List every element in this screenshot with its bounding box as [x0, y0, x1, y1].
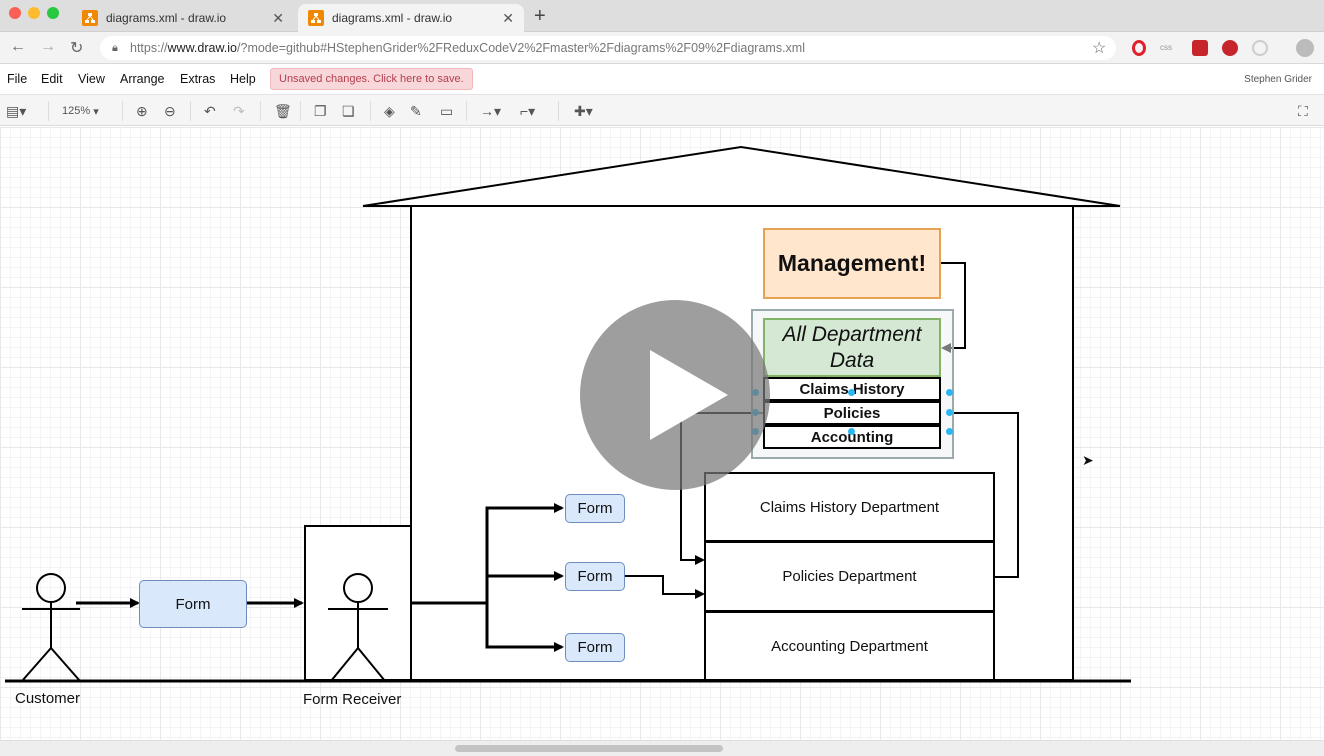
- selection-handle[interactable]: [946, 389, 953, 396]
- accounting-department-node[interactable]: Accounting Department: [704, 611, 995, 681]
- form-node-middle[interactable]: Form: [565, 562, 625, 591]
- zoom-in-icon[interactable]: ⊕: [136, 102, 148, 119]
- branch-bottom: [485, 603, 564, 652]
- menu-view[interactable]: View: [78, 72, 105, 86]
- diagram-canvas[interactable]: Management! All Department Data Claims H…: [0, 127, 1324, 740]
- zoom-out-icon[interactable]: ⊖: [164, 102, 176, 119]
- customer-actor: [21, 573, 81, 682]
- close-window-button[interactable]: [9, 7, 21, 19]
- horizontal-scrollbar[interactable]: [0, 740, 1324, 756]
- menu-arrange[interactable]: Arrange: [120, 72, 165, 86]
- all-department-data-node[interactable]: All Department Data: [763, 318, 941, 377]
- drawio-favicon-icon: [308, 10, 324, 26]
- fill-color-icon[interactable]: ◈: [384, 102, 395, 119]
- browser-tab-1[interactable]: diagrams.xml - draw.io ✕: [72, 4, 294, 32]
- mouse-cursor-icon: ➤: [1082, 452, 1094, 468]
- to-back-icon[interactable]: ❏: [342, 102, 355, 119]
- form-node-top[interactable]: Form: [565, 494, 625, 523]
- policies-to-data-line: [950, 412, 1019, 578]
- browser-tab-2[interactable]: diagrams.xml - draw.io ✕: [298, 4, 524, 32]
- insert-icon[interactable]: ✚▾: [574, 102, 593, 119]
- url-scheme: https://: [130, 41, 168, 55]
- to-front-icon[interactable]: ❐: [314, 102, 327, 119]
- selection-handle[interactable]: [946, 428, 953, 435]
- customer-label: Customer: [15, 690, 81, 707]
- tab-title: diagrams.xml - draw.io: [106, 11, 227, 25]
- lock-icon: 🔒︎: [112, 42, 118, 54]
- waypoints-icon[interactable]: ⌐▾: [520, 102, 536, 119]
- form-node-bottom[interactable]: Form: [565, 633, 625, 662]
- selection-handle[interactable]: [848, 428, 855, 435]
- selection-handle[interactable]: [946, 409, 953, 416]
- redo-icon[interactable]: ↷: [233, 102, 245, 119]
- connection-style-icon[interactable]: →▾: [480, 102, 502, 119]
- app-menubar: File Edit View Arrange Extras Help Unsav…: [0, 64, 1324, 94]
- table-row-policies[interactable]: Policies: [763, 401, 941, 425]
- zoom-level: 125%: [62, 105, 91, 117]
- play-icon: [650, 350, 728, 440]
- url-input[interactable]: 🔒︎ https://www.draw.io/?mode=github#HSte…: [100, 36, 1116, 60]
- reload-icon[interactable]: ↻: [70, 40, 84, 57]
- delete-icon[interactable]: 🗑︎: [274, 102, 292, 119]
- video-play-button[interactable]: [580, 300, 770, 490]
- fullscreen-icon[interactable]: ⛶: [1298, 102, 1308, 119]
- address-bar-row: ← → ↻ 🔒︎ https://www.draw.io/?mode=githu…: [0, 32, 1324, 64]
- tab-title: diagrams.xml - draw.io: [332, 11, 453, 25]
- maximize-window-button[interactable]: [47, 7, 59, 19]
- line-color-icon[interactable]: ✎: [410, 102, 422, 119]
- user-name[interactable]: Stephen Grider: [1244, 74, 1312, 85]
- browser-tab-bar: diagrams.xml - draw.io ✕ diagrams.xml - …: [0, 0, 1324, 32]
- css-icon[interactable]: css: [1160, 43, 1172, 52]
- menu-help[interactable]: Help: [230, 72, 256, 86]
- url-host: www.draw.io: [167, 41, 238, 55]
- editor-toolbar: ▤▾ 125% ▾ ⊕ ⊖ ↶ ↷ 🗑︎ ❐ ❏ ◈ ✎ ▭ →▾ ⌐▾ ✚▾ …: [0, 94, 1324, 126]
- extension-badge-icon[interactable]: [1222, 40, 1238, 56]
- table-row-accounting[interactable]: Accounting: [763, 425, 941, 449]
- branch-top: [485, 503, 564, 603]
- management-node[interactable]: Management!: [763, 228, 941, 299]
- menu-file[interactable]: File: [7, 72, 28, 86]
- minimize-window-button[interactable]: [28, 7, 40, 19]
- form-to-policies-arrow: [624, 575, 705, 599]
- forward-icon[interactable]: →: [40, 38, 56, 55]
- back-icon[interactable]: ←: [10, 38, 26, 55]
- drawio-favicon-icon: [82, 10, 98, 26]
- profile-avatar[interactable]: [1296, 39, 1314, 57]
- form-receiver-label: Form Receiver: [303, 691, 402, 708]
- shadow-icon[interactable]: ▭: [440, 102, 454, 119]
- close-icon[interactable]: ✕: [502, 9, 514, 26]
- policies-department-node[interactable]: Policies Department: [704, 541, 995, 612]
- new-tab-icon[interactable]: +: [534, 5, 546, 27]
- house-roof: [362, 145, 1121, 207]
- undo-icon[interactable]: ↶: [204, 102, 216, 119]
- menu-edit[interactable]: Edit: [41, 72, 63, 86]
- scrollbar-thumb[interactable]: [455, 745, 723, 752]
- unsaved-changes-button[interactable]: Unsaved changes. Click here to save.: [270, 68, 473, 90]
- extension-icon[interactable]: [1192, 40, 1208, 56]
- form-node-customer[interactable]: Form: [139, 580, 247, 628]
- url-path: /?mode=github#HStephenGrider%2FReduxCode…: [237, 41, 805, 55]
- form-receiver-actor: [328, 573, 388, 682]
- menu-extras[interactable]: Extras: [180, 72, 216, 86]
- bookmark-star-icon[interactable]: ☆: [1092, 40, 1107, 57]
- claims-history-department-node[interactable]: Claims History Department: [704, 472, 995, 542]
- format-panel-icon[interactable]: ▤▾: [6, 102, 27, 119]
- zoom-select[interactable]: 125% ▾: [62, 105, 99, 118]
- close-icon[interactable]: ✕: [272, 9, 284, 26]
- extension-gray-icon[interactable]: [1252, 40, 1268, 56]
- opera-icon[interactable]: [1132, 40, 1146, 56]
- selection-handle[interactable]: [848, 389, 855, 396]
